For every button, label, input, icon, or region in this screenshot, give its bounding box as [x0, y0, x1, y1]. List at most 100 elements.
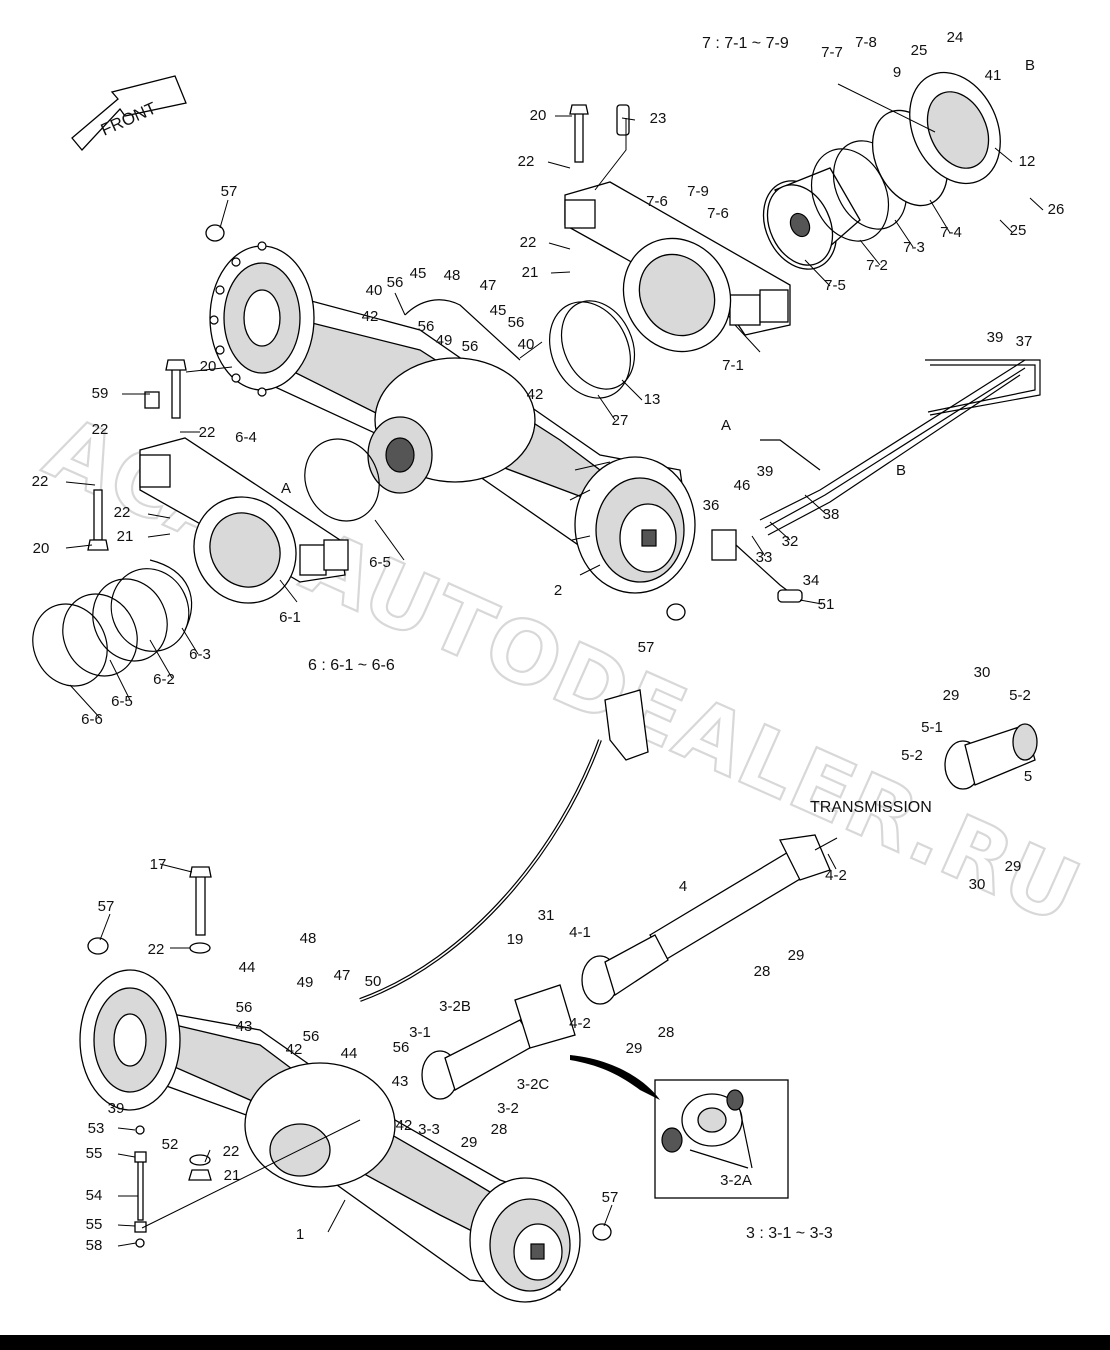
part-callout-c51: 51	[818, 596, 835, 613]
part-callout-c36: B	[1025, 57, 1035, 74]
part-callout-c53: 59	[92, 385, 109, 402]
part-callout-c32: 7-8	[855, 34, 877, 51]
part-callout-c71: 29	[943, 687, 960, 704]
part-callout-c11: 40	[366, 282, 383, 299]
part-callout-c41: 37	[1016, 333, 1033, 350]
part-callout-c48: 32	[782, 533, 799, 550]
part-callout-c24: 7-2	[866, 257, 888, 274]
part-callout-c19: 42	[527, 386, 544, 403]
part-callout-c33: 25	[911, 42, 928, 59]
part-callout-c58: 22	[32, 473, 49, 490]
part-callout-c87: 19	[507, 931, 524, 948]
part-callout-c105: 3-2C	[517, 1076, 550, 1093]
part-callout-c84: 29	[788, 947, 805, 964]
part-callout-c44: 39	[757, 463, 774, 480]
part-callout-c43: B	[896, 462, 906, 479]
caption-group-6: 6 : 6-1 ~ 6-6	[308, 657, 395, 674]
part-callout-c88: 48	[300, 930, 317, 947]
part-callout-c5: 21	[522, 264, 539, 281]
support-group-7	[548, 71, 1001, 399]
part-callout-c3: 22	[518, 153, 535, 170]
part-callout-c31: 7-7	[821, 44, 843, 61]
part-callout-c65: 6-1	[279, 609, 301, 626]
part-callout-c69: 6-6	[81, 711, 103, 728]
part-callout-c15: 56	[462, 338, 479, 355]
part-callout-c12: 42	[362, 308, 379, 325]
part-callout-c40: 39	[987, 329, 1004, 346]
part-callout-c49: 33	[756, 549, 773, 566]
part-callout-c76: 29	[1005, 858, 1022, 875]
part-callout-c117: 54	[86, 1187, 103, 1204]
front-axle-assembly	[79, 969, 581, 1303]
part-callout-c23: 7-5	[824, 277, 846, 294]
part-callout-c83: 28	[754, 963, 771, 980]
part-callout-c22: 7-1	[722, 357, 744, 374]
part-callout-c119: 58	[86, 1237, 103, 1254]
part-callout-c30: 9	[893, 64, 901, 81]
part-callout-c9: 48	[444, 267, 461, 284]
part-callout-c6: 57	[221, 183, 238, 200]
part-callout-c8: 45	[410, 265, 427, 282]
part-callout-c121: 57	[602, 1189, 619, 1206]
part-callout-c62: 6-5	[369, 554, 391, 571]
part-callout-c55: 22	[199, 424, 216, 441]
part-callout-c99: 42	[286, 1041, 303, 1058]
part-callout-c10: 47	[480, 277, 497, 294]
brake-line-harness	[711, 359, 1041, 603]
part-callout-c112: 53	[88, 1120, 105, 1137]
part-callout-c108: 29	[461, 1134, 478, 1151]
part-callout-c4: 22	[520, 234, 537, 251]
part-callout-c34: 24	[947, 29, 964, 46]
part-callout-c79: 17	[150, 856, 167, 873]
part-callout-c64: 57	[638, 639, 655, 656]
part-callout-c47: 38	[823, 506, 840, 523]
part-callout-c18: 40	[518, 336, 535, 353]
part-callout-c97: 43	[236, 1018, 253, 1035]
part-callout-c92: 50	[365, 973, 382, 990]
part-callout-c122: 3-2A	[720, 1172, 752, 1189]
part-callout-c60: 21	[117, 528, 134, 545]
part-callout-c66: 6-3	[189, 646, 211, 663]
parking-brake-hose	[359, 689, 649, 1002]
part-callout-c37: 7-6	[646, 193, 668, 210]
part-callout-c104: 43	[392, 1073, 409, 1090]
part-callout-c68: 6-5	[111, 693, 133, 710]
caption-transmission: TRANSMISSION	[810, 799, 932, 816]
part-callout-c61: 20	[33, 540, 50, 557]
part-callout-c114: 55	[86, 1145, 103, 1162]
part-callout-c85: 31	[538, 907, 555, 924]
part-callout-c95: 28	[658, 1024, 675, 1041]
part-callout-c14: 49	[436, 332, 453, 349]
part-callout-c86: 4-1	[569, 924, 591, 941]
part-callout-c20: 27	[612, 412, 629, 429]
part-callout-c74: 5-2	[901, 747, 923, 764]
part-callout-c73: 5-1	[921, 719, 943, 736]
center-bearing-inset	[570, 1055, 789, 1199]
front-arrow: FRONT	[71, 75, 187, 151]
part-callout-c54: 22	[92, 421, 109, 438]
part-callout-c115: 22	[223, 1143, 240, 1160]
part-callout-c67: 6-2	[153, 671, 175, 688]
support-group-6	[32, 359, 380, 687]
part-callout-c110: 42	[396, 1117, 413, 1134]
part-callout-c59: 22	[114, 504, 131, 521]
part-callout-c27: 25	[1010, 222, 1027, 239]
part-callout-c45: 46	[734, 477, 751, 494]
part-callout-c21: 13	[644, 391, 661, 408]
footer-bar	[0, 1335, 1110, 1350]
part-callout-c120: 1	[296, 1226, 304, 1243]
drive-shafts	[421, 723, 1038, 1100]
part-callout-c7: 56	[387, 274, 404, 291]
part-callout-c70: 30	[974, 664, 991, 681]
part-callout-c80: 57	[98, 898, 115, 915]
part-callout-c106: 3-2	[497, 1100, 519, 1117]
part-callout-c96: 56	[236, 999, 253, 1016]
part-callout-c98: 56	[303, 1028, 320, 1045]
part-callout-c42: A	[721, 417, 731, 434]
part-callout-c93: 3-2B	[439, 998, 471, 1015]
part-callout-c46: 36	[703, 497, 720, 514]
part-callout-c82: 4	[679, 878, 687, 895]
part-callout-c38: 7-9	[687, 183, 709, 200]
part-callout-c25: 7-3	[903, 239, 925, 256]
